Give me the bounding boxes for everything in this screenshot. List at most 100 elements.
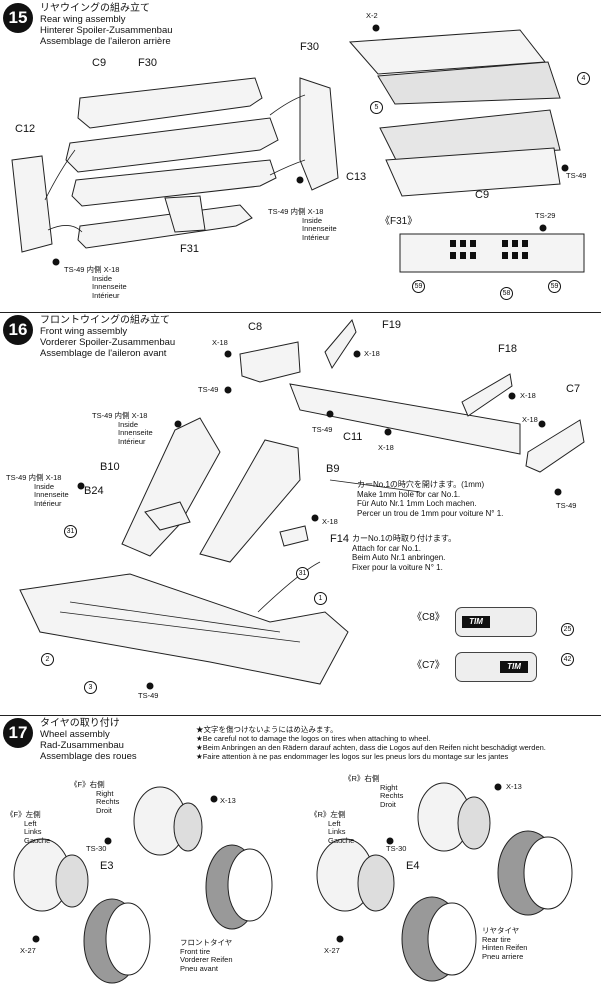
label-ts49: TS-49 bbox=[312, 425, 333, 434]
label-b9: B9 bbox=[326, 463, 340, 475]
label-c7: C7 bbox=[566, 383, 581, 395]
label-x13: X-13 bbox=[220, 796, 236, 805]
label-e4: E4 bbox=[406, 860, 420, 872]
label-ts49: TS-49 bbox=[566, 171, 587, 180]
label-ts49: TS-49 bbox=[138, 691, 159, 700]
part-c13 bbox=[299, 77, 339, 191]
label-c8: C8 bbox=[248, 321, 263, 333]
tim-logo: TIM bbox=[500, 661, 528, 673]
part-lower-wing bbox=[19, 573, 349, 685]
label-x18: X-18 bbox=[364, 349, 380, 358]
part-f31-pylon bbox=[164, 195, 206, 233]
ref-number-25: 25 bbox=[561, 623, 574, 636]
ref-number-31: 31 bbox=[64, 525, 77, 538]
label-x27: X-27 bbox=[324, 946, 340, 955]
label-f30: F30 bbox=[138, 57, 157, 69]
rear-left-label: 《R》左側 Left Links Gauche bbox=[310, 810, 355, 845]
part-f14 bbox=[279, 525, 309, 547]
step-15-rear-wing-assembly: 15 リヤウイングの組み立て Rear wing assembly Hinter… bbox=[0, 0, 601, 313]
part-b9 bbox=[199, 439, 301, 563]
rear-wing-illustration bbox=[11, 24, 585, 273]
tim-logo: TIM bbox=[462, 616, 490, 628]
part-f30-left bbox=[77, 77, 263, 129]
label-c9-right: C9 bbox=[475, 189, 490, 201]
ref-number-1: 1 bbox=[314, 592, 327, 605]
ref-number-4: 4 bbox=[577, 72, 590, 85]
ref-number-3: 3 bbox=[84, 681, 97, 694]
c7-detail-title: 《C7》 bbox=[412, 660, 445, 671]
label-ts30: TS-30 bbox=[86, 844, 107, 853]
label-c9: C9 bbox=[92, 57, 107, 69]
step-number-badge: 15 bbox=[3, 3, 33, 33]
label-ts49: TS-49 bbox=[198, 385, 219, 394]
c8-decal-detail: TIM bbox=[455, 607, 537, 637]
f31-detail-title: 《F31》 bbox=[380, 216, 418, 227]
label-f31: F31 bbox=[180, 243, 199, 255]
step-17-wheel-assembly: 17 タイヤの取り付け Wheel assembly Rad-Zusammenb… bbox=[0, 715, 601, 991]
label-e3: E3 bbox=[100, 860, 114, 872]
label-ts30: TS-30 bbox=[386, 844, 407, 853]
part-f31 bbox=[77, 204, 253, 249]
front-wing-illustration bbox=[19, 318, 585, 690]
part-c8 bbox=[239, 341, 301, 383]
ref-number-59: 59 bbox=[412, 280, 425, 293]
label-f19: F19 bbox=[382, 319, 401, 331]
label-b10: B10 bbox=[100, 461, 120, 473]
step-title: タイヤの取り付け Wheel assembly Rad-Zusammenbau … bbox=[40, 718, 137, 762]
label-x27: X-27 bbox=[20, 946, 36, 955]
label-c12: C12 bbox=[15, 123, 36, 135]
label-x18: X-18 bbox=[520, 391, 536, 400]
label-c13: C13 bbox=[346, 171, 367, 183]
step-title: リヤウイングの組み立て Rear wing assembly Hinterer … bbox=[40, 3, 173, 47]
front-tire-label: フロントタイヤ Front tire Vorderer Reifen Pneu … bbox=[180, 938, 233, 973]
part-b24 bbox=[144, 501, 191, 531]
label-c11: C11 bbox=[343, 431, 363, 443]
c8-detail-title: 《C8》 bbox=[412, 612, 445, 623]
rear-right-label: 《R》右側 Right Rechts Droit bbox=[344, 774, 404, 809]
label-b24: B24 bbox=[84, 485, 104, 497]
part-c7 bbox=[525, 419, 585, 473]
label-x18: X-18 bbox=[322, 517, 338, 526]
step-number-badge: 17 bbox=[3, 718, 33, 748]
note-attach: カーNo.1の時取り付けます。 Attach for car No.1. Bei… bbox=[352, 534, 457, 572]
fastener-note-left: TS-49 内側 X-18 Inside Innenseite Intérieu… bbox=[6, 473, 69, 508]
note-hole: カーNo.1の時穴を開けます。(1mm) Make 1mm hole for c… bbox=[357, 480, 504, 518]
ref-number-5: 5 bbox=[370, 101, 383, 114]
label-f18: F18 bbox=[498, 343, 517, 355]
part-c9-lower bbox=[71, 159, 277, 207]
front-right-label: 《F》右側 Right Rechts Droit bbox=[70, 780, 120, 815]
f31-detail-part bbox=[399, 233, 585, 273]
ref-number-2: 2 bbox=[41, 653, 54, 666]
label-x13: X-13 bbox=[506, 782, 522, 791]
label-ts49: TS-49 bbox=[556, 501, 577, 510]
front-left-label: 《F》左側 Left Links Gauche bbox=[6, 810, 51, 845]
step-16-front-wing-assembly: 16 フロントウイングの組み立て Front wing assembly Vor… bbox=[0, 312, 601, 716]
part-c9-right bbox=[385, 147, 561, 197]
ref-number-42: 42 bbox=[561, 653, 574, 666]
caution-notes: ★文字を傷つけないようにはめ込みます。 ★Be careful not to d… bbox=[196, 725, 546, 761]
part-c12 bbox=[11, 155, 53, 253]
label-x18: X-18 bbox=[522, 415, 538, 424]
ref-number-31b: 31 bbox=[296, 567, 309, 580]
step-number-badge: 16 bbox=[3, 315, 33, 345]
label-f30-right: F30 bbox=[300, 41, 319, 53]
ref-number-58: 58 bbox=[500, 287, 513, 300]
label-f14: F14 bbox=[330, 533, 349, 545]
part-c9-left bbox=[65, 117, 279, 173]
fastener-note-left: TS-49 内側 X-18 Inside Innenseite Intérieu… bbox=[64, 265, 127, 300]
label-ts29: TS-29 bbox=[535, 211, 556, 220]
part-b10 bbox=[121, 417, 221, 557]
part-f18 bbox=[461, 373, 513, 417]
label-x2: X-2 bbox=[366, 11, 378, 20]
fastener-note-mid: TS-49 内側 X-18 Inside Innenseite Intérieu… bbox=[268, 207, 337, 242]
ref-number-59b: 59 bbox=[548, 280, 561, 293]
rear-tire-label: リヤタイヤ Rear tire Hinten Reifen Pneu arrie… bbox=[482, 926, 528, 961]
step-title: フロントウイングの組み立て Front wing assembly Vorder… bbox=[40, 315, 176, 359]
part-f19 bbox=[324, 318, 357, 370]
c7-decal-detail: TIM bbox=[455, 652, 537, 682]
part-c11 bbox=[289, 383, 521, 455]
label-x18: X-18 bbox=[212, 338, 228, 347]
wheel-illustration bbox=[13, 782, 573, 984]
label-x18: X-18 bbox=[378, 443, 394, 452]
fastener-note-top: TS-49 内側 X-18 Inside Innenseite Intérieu… bbox=[92, 411, 153, 446]
